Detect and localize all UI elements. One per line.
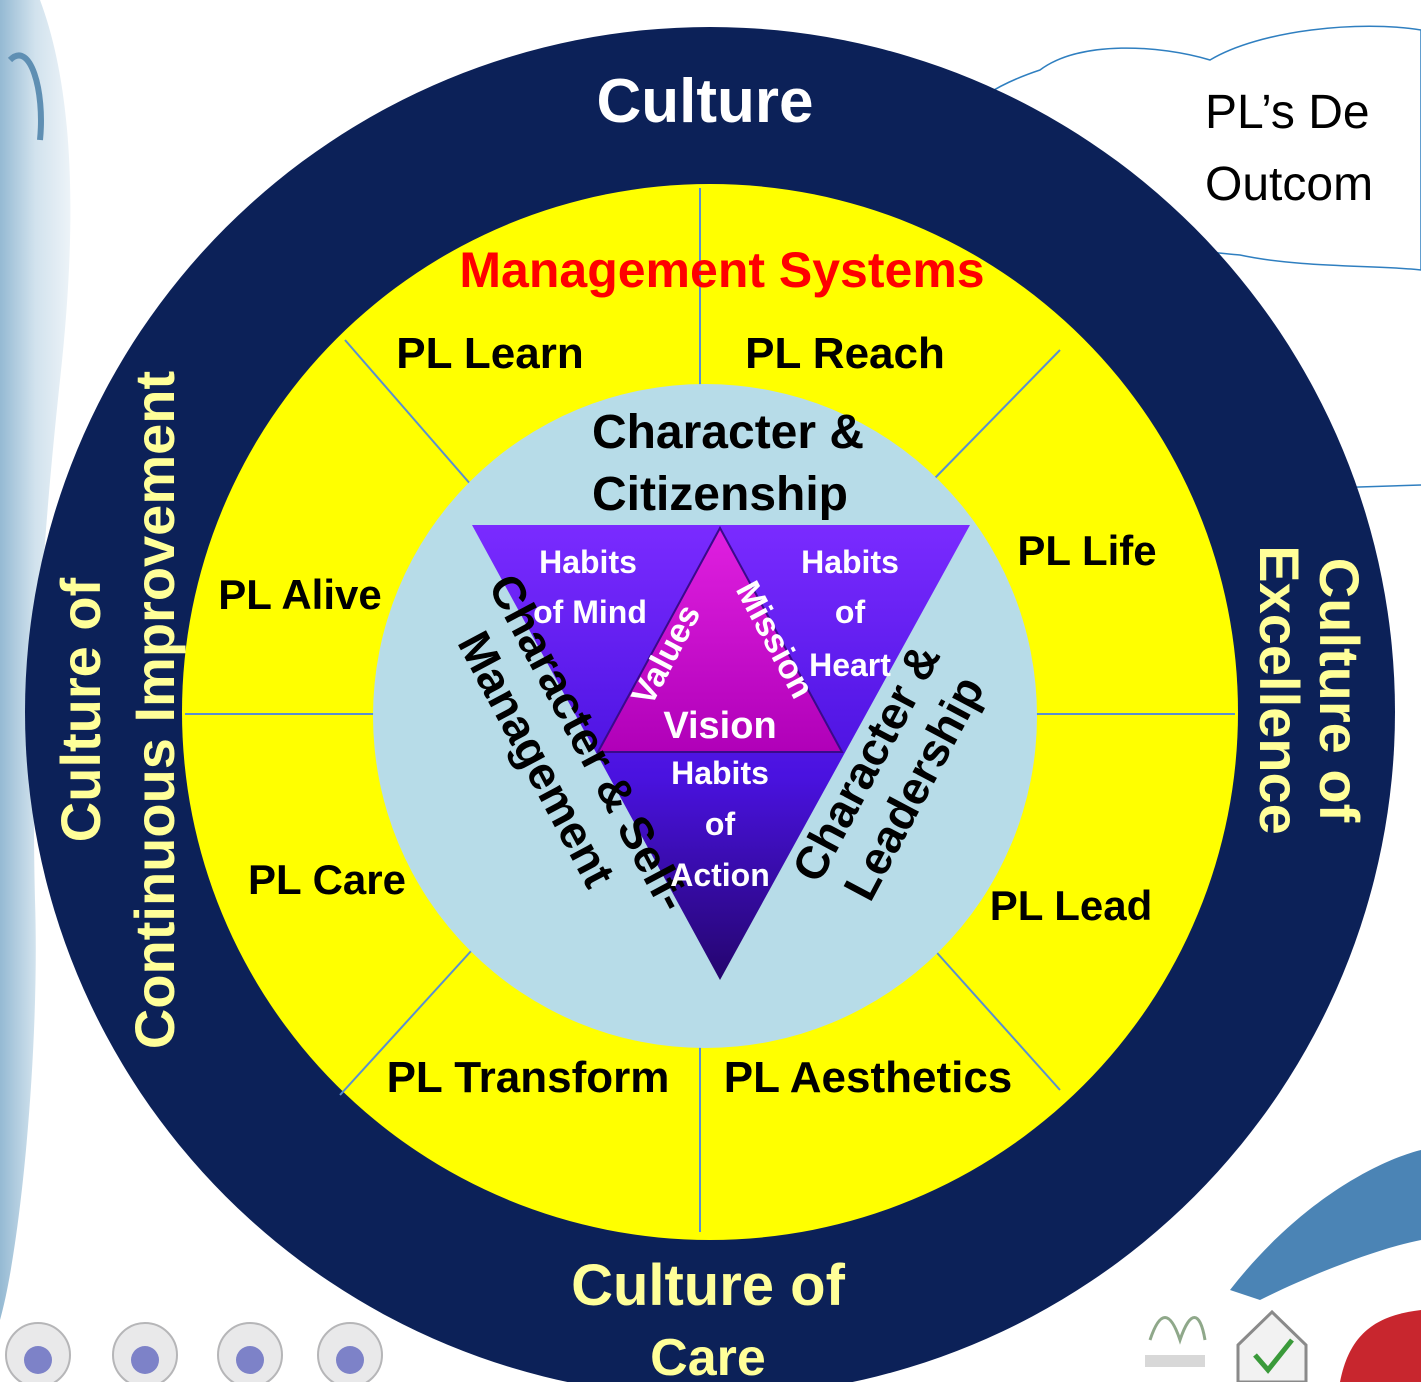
habits-heart-line3: Heart — [809, 647, 891, 683]
segment-dividers — [185, 188, 1235, 1232]
footer-logos — [5, 1309, 1421, 1382]
achievement-award-logo — [112, 1322, 178, 1382]
habits-mind-line1: Habits — [539, 544, 637, 580]
character-citizenship-line2: Citizenship — [592, 468, 848, 521]
habits-action-line1: Habits — [671, 755, 769, 791]
culture-left-line1: Culture of — [49, 577, 112, 842]
segment-pl-transform: PL Transform — [387, 1053, 670, 1102]
lotus-schools-logo — [1145, 1316, 1207, 1367]
segment-pl-alive: PL Alive — [218, 571, 381, 618]
segment-pl-care: PL Care — [248, 856, 406, 903]
culture-excellence-label: Culture of Excellence — [1248, 545, 1371, 835]
segment-pl-lead: PL Lead — [990, 882, 1153, 929]
culture-left-line2: Continuous Improvement — [123, 371, 186, 1049]
background-swoosh — [1230, 1150, 1421, 1300]
segment-pl-life: PL Life — [1017, 527, 1156, 574]
values-mission-vision-triangle — [596, 525, 844, 753]
callout-text-line2: Outcom — [1205, 158, 1373, 211]
culture-continuous-improvement-label: Culture of Continuous Improvement — [49, 371, 186, 1049]
culture-bottom-line2: Care — [650, 1329, 766, 1382]
culture-right-line1: Culture of — [1308, 558, 1371, 823]
habits-action-line3: Action — [670, 857, 770, 893]
achievement-award-logo — [317, 1322, 383, 1382]
habits-heart-line1: Habits — [801, 544, 899, 580]
school-brand-logo — [1340, 1310, 1421, 1382]
habits-heart-line2: of — [835, 594, 866, 630]
segment-pl-aesthetics: PL Aesthetics — [724, 1053, 1013, 1102]
segment-pl-reach: PL Reach — [745, 329, 945, 378]
culture-title: Culture — [597, 67, 814, 136]
management-systems-title: Management Systems — [459, 242, 984, 298]
achievement-award-logo — [5, 1322, 71, 1382]
culture-bottom-line1: Culture of — [571, 1253, 846, 1318]
culture-right-line2: Excellence — [1248, 545, 1311, 835]
vision-label: Vision — [663, 705, 776, 747]
character-citizenship-line1: Character & — [592, 406, 864, 459]
achievement-award-logo — [217, 1322, 283, 1382]
house-check-logo — [1236, 1309, 1308, 1382]
segment-pl-learn: PL Learn — [396, 329, 583, 378]
habits-mind-line2: of Mind — [533, 594, 647, 630]
callout-text-line1: PL’s De — [1205, 86, 1370, 139]
habits-action-line2: of — [705, 806, 736, 842]
